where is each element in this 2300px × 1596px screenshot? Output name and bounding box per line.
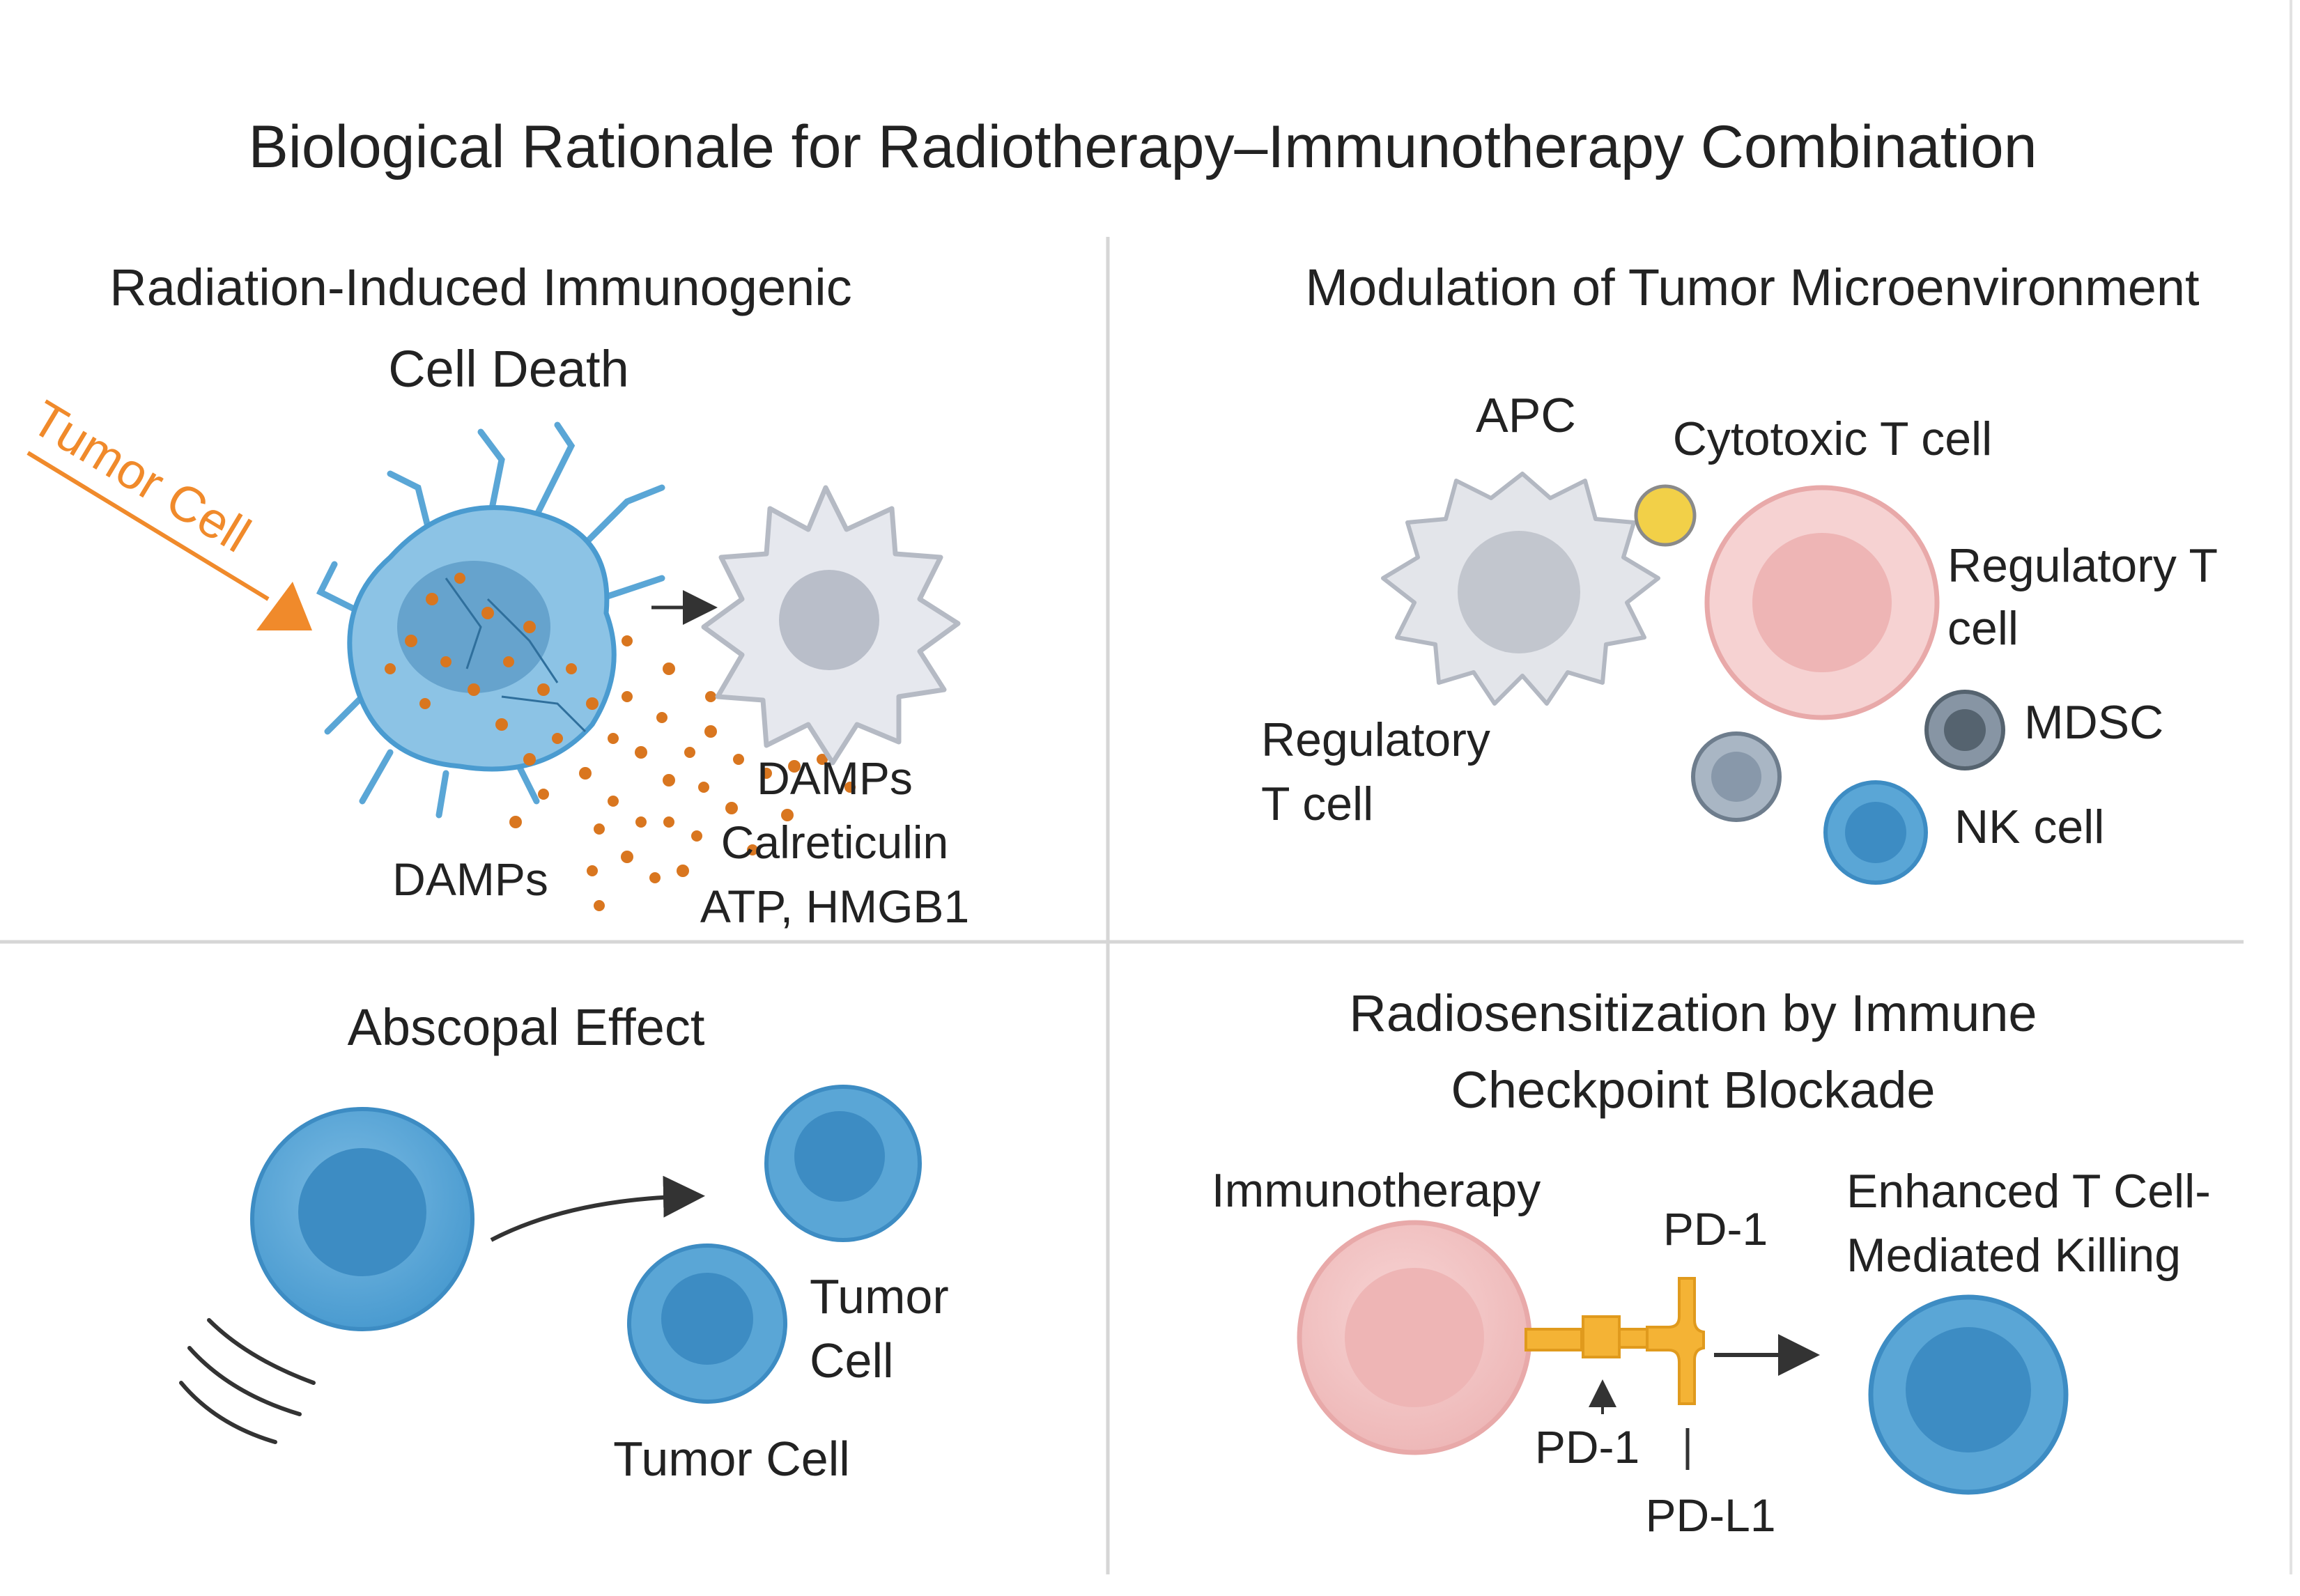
- mdsc-label: MDSC: [2024, 696, 2163, 749]
- pd1-top-label: PD-1: [1663, 1203, 1768, 1255]
- tumor-cell-bottom-label: Tumor Cell: [613, 1432, 850, 1486]
- icd-title-line2: Cell Death: [388, 340, 629, 398]
- damps-particles: [385, 573, 856, 911]
- treg-left-line2: T cell: [1261, 777, 1373, 830]
- pd1-bottom-label: PD-1: [1535, 1421, 1639, 1473]
- treg-right-line2: cell: [1947, 602, 2019, 655]
- panel-abscopal-effect: Abscopal Effect Tumor Cell Tumor Cell: [179, 998, 949, 1486]
- regulatory-t-cell-large: [1704, 485, 1940, 720]
- damps-right-line2: Calreticulin: [721, 816, 948, 868]
- treg-right-line1: Regulatory T: [1947, 539, 2218, 592]
- dendritic-cell: [701, 485, 961, 766]
- nk-label: NK cell: [1954, 800, 2104, 853]
- pdl1-label: PD-L1: [1645, 1489, 1775, 1541]
- nk-cell: [1823, 780, 1928, 885]
- treg-left-line1: Regulatory: [1261, 713, 1490, 766]
- cytotoxic-t-cell: [1634, 484, 1697, 547]
- abscopal-distant-cell-bottom: [627, 1244, 787, 1404]
- radiation-arrow: Tumor Cell: [22, 390, 312, 630]
- abscopal-primary-cell: [250, 1107, 474, 1331]
- abscopal-distant-cell-top: [764, 1085, 922, 1242]
- damps-right-line3: ATP, HMGB1: [700, 881, 969, 932]
- checkpoint-title-line1: Radiosensitization by Immune: [1349, 984, 2037, 1042]
- checkpoint-title-line2: Checkpoint Blockade: [1451, 1061, 1935, 1119]
- mdsc-cell: [1924, 690, 2005, 770]
- enhanced-line1: Enhanced T Cell-: [1846, 1165, 2211, 1218]
- tumor-cell-line2: Cell: [810, 1333, 894, 1388]
- tme-title: Modulation of Tumor Microenvironment: [1305, 258, 2200, 316]
- damps-left-label: DAMPs: [392, 853, 548, 905]
- killed-tumor-cell: [1868, 1294, 2069, 1495]
- treg-small-cell: [1691, 731, 1782, 822]
- enhanced-line2: Mediated Killing: [1846, 1229, 2181, 1282]
- panel-checkpoint-blockade: Radiosensitization by Immune Checkpoint …: [1212, 984, 2211, 1541]
- panel-immunogenic-cell-death: Radiation-Induced Immunogenic Cell Death…: [22, 258, 969, 932]
- radiation-waves: [179, 1318, 316, 1444]
- abscopal-arrow: [490, 1175, 705, 1242]
- immunotherapy-label: Immunotherapy: [1212, 1164, 1541, 1217]
- cytotoxic-label: Cytotoxic T cell: [1673, 412, 1993, 465]
- damaged-tumor-cell: [316, 421, 665, 819]
- abscopal-title: Abscopal Effect: [348, 998, 705, 1056]
- apc-cell: [1381, 472, 1660, 706]
- tumor-cell-line1: Tumor: [810, 1269, 949, 1324]
- page-title: Biological Rationale for Radiotherapy–Im…: [248, 114, 2037, 180]
- radiation-label: Tumor Cell: [22, 390, 260, 564]
- damps-right-line1: DAMPs: [757, 752, 913, 804]
- t-cell-pink: [1297, 1220, 1532, 1455]
- icd-title-line1: Radiation-Induced Immunogenic: [109, 258, 851, 316]
- apc-label: APC: [1476, 388, 1576, 442]
- pd1-pdl1-complex: [1525, 1277, 1705, 1405]
- panel-tumor-microenvironment: Modulation of Tumor Microenvironment APC…: [1261, 258, 2218, 885]
